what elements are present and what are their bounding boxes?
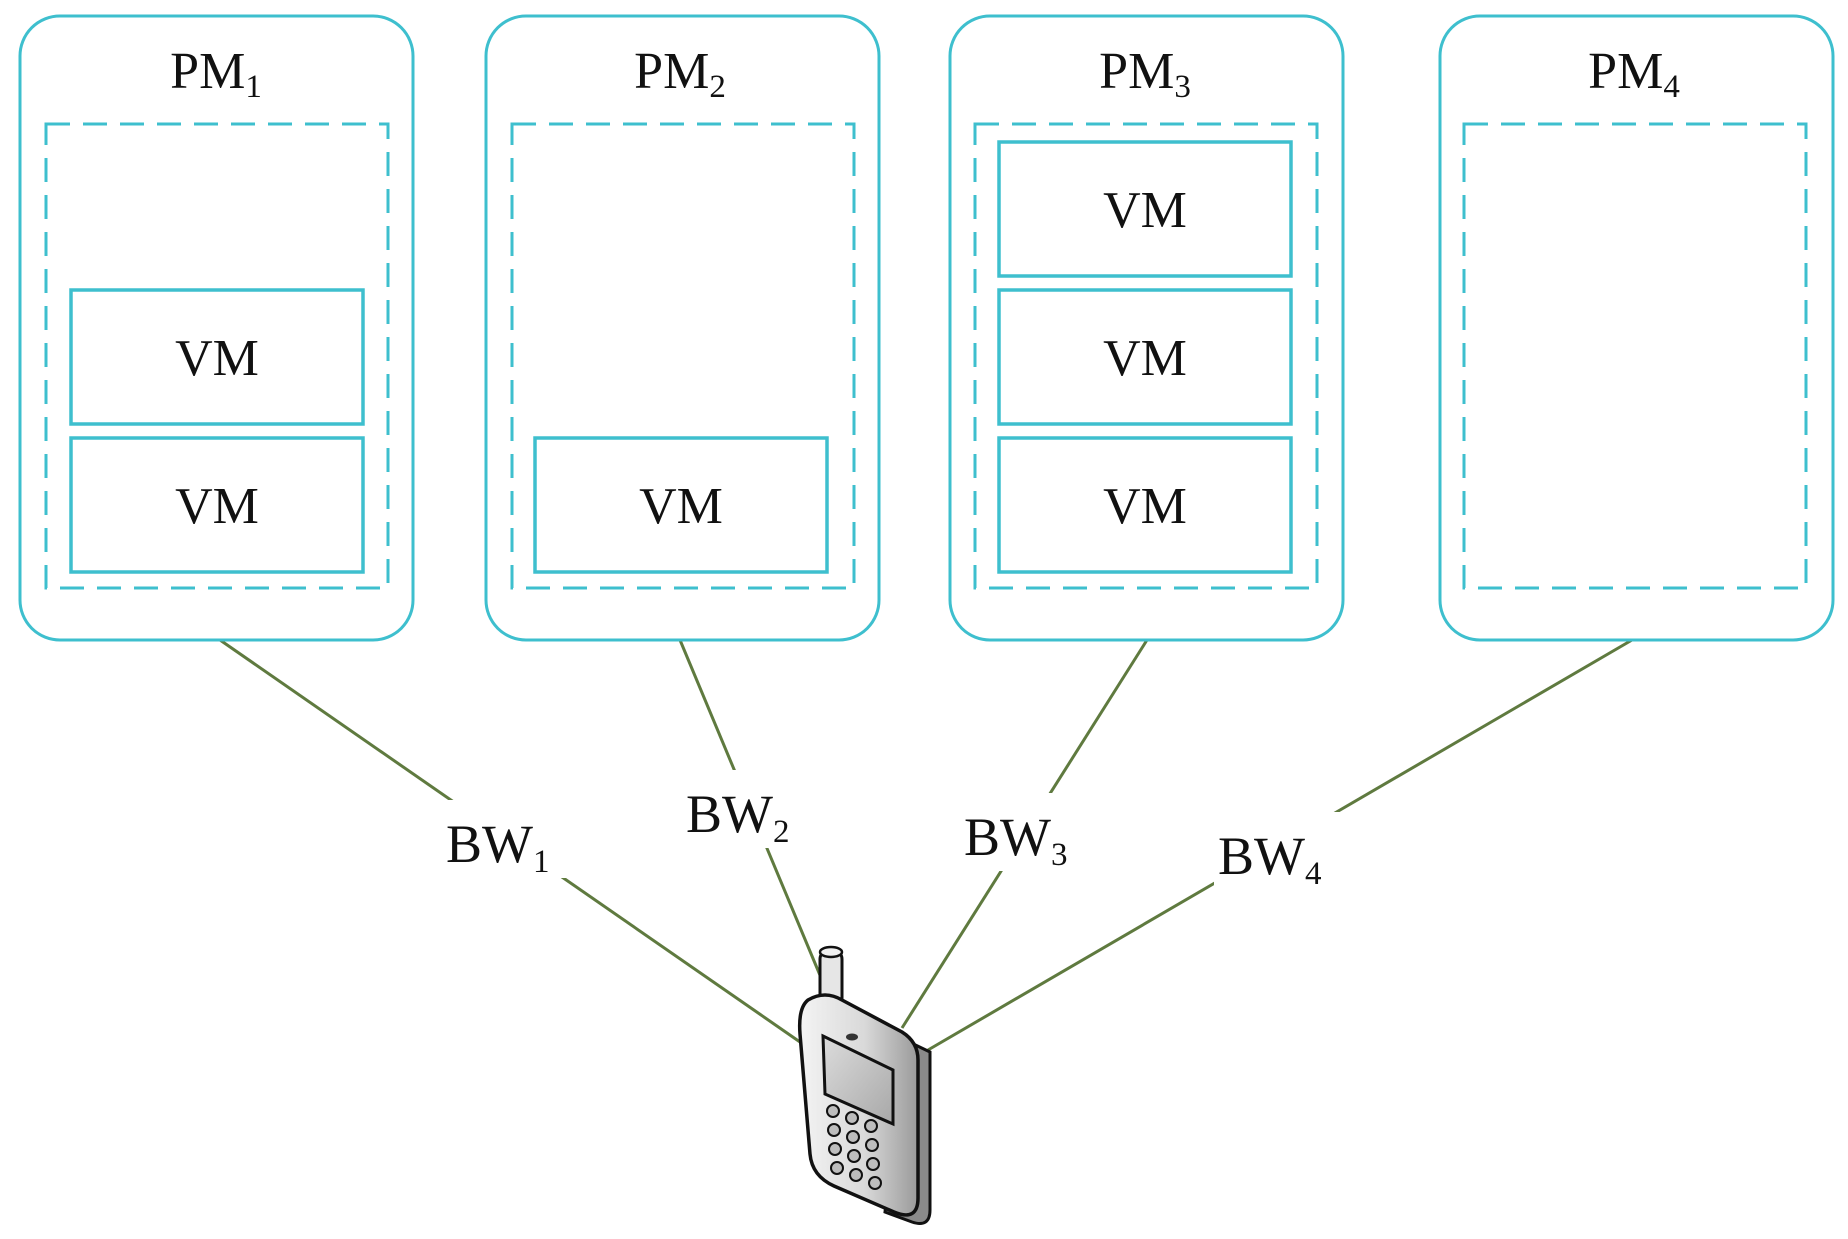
- bw-label-2: BW2: [686, 784, 790, 850]
- vm-label: VM: [1103, 330, 1187, 387]
- pm-title: PM2: [634, 43, 726, 105]
- mobile-phone-icon: [797, 945, 932, 1225]
- vm-box: [69, 436, 365, 574]
- pm-title: PM4: [1588, 43, 1680, 105]
- bw-label-3: BW3: [964, 807, 1068, 873]
- pm-node-2: PM2 VM: [484, 14, 881, 642]
- pm-node-1: PM1 VM VM: [18, 14, 415, 642]
- bandwidth-links: [219, 638, 1633, 1052]
- phone-keypad: [826, 1104, 882, 1190]
- pm-capacity-area: [510, 122, 856, 590]
- vm-label: VM: [175, 330, 259, 387]
- pm-node-3: PM3 VM VM VM: [948, 14, 1345, 642]
- phone-screen: [821, 1033, 895, 1127]
- vm-label: VM: [1103, 478, 1187, 535]
- vm-box: [69, 288, 365, 426]
- bandwidth-labels: BW1 BW2 BW3 BW4: [442, 770, 1350, 892]
- pm-node-4: PM4: [1438, 14, 1835, 642]
- vm-box: [533, 436, 829, 574]
- pm-capacity-area: [1462, 122, 1808, 590]
- bw-label-1: BW1: [446, 814, 550, 880]
- pm-frame: [1438, 14, 1835, 642]
- vm-label: VM: [639, 478, 723, 535]
- pm-capacity-area: [44, 122, 390, 590]
- pm-title: PM1: [170, 43, 262, 105]
- bw-label-4: BW4: [1218, 826, 1322, 892]
- vm-label: VM: [175, 478, 259, 535]
- vm-label: VM: [1103, 182, 1187, 239]
- vm-box: [997, 140, 1293, 278]
- vm-box: [997, 436, 1293, 574]
- pm-capacity-area: [973, 122, 1319, 590]
- vm-box: [997, 288, 1293, 426]
- pm-title: PM3: [1099, 43, 1191, 105]
